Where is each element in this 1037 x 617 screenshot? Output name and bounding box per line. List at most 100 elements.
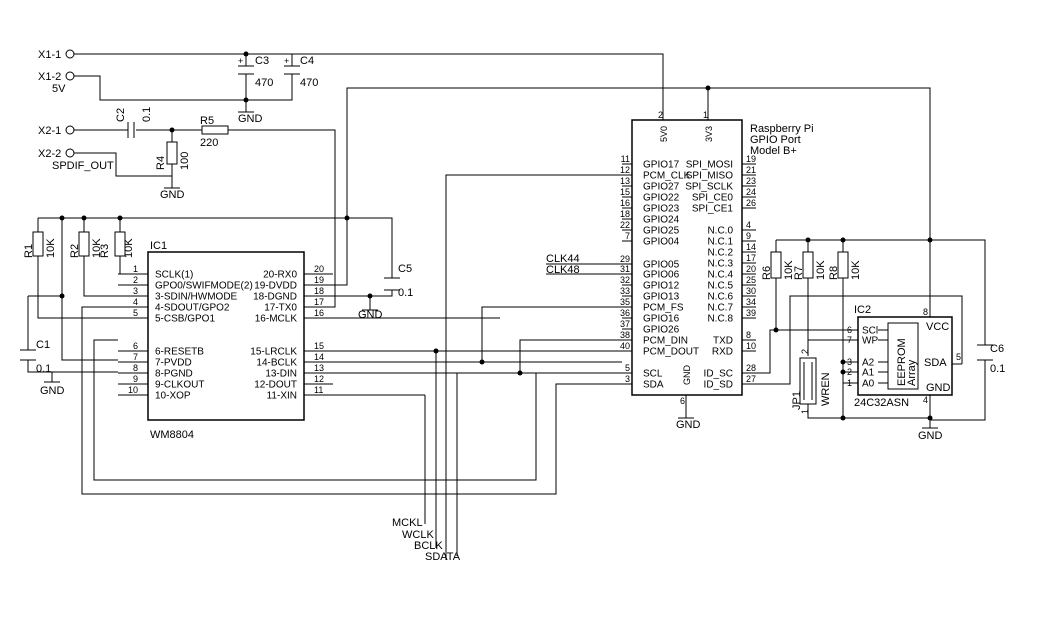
svg-text:3-SDIN/HWMODE: 3-SDIN/HWMODE <box>155 292 238 303</box>
svg-text:17: 17 <box>746 253 756 263</box>
capacitor-c3: + C3 470 <box>238 55 273 89</box>
svg-text:14: 14 <box>314 352 324 362</box>
svg-text:2: 2 <box>847 367 852 377</box>
svg-text:23: 23 <box>746 176 756 186</box>
svg-text:GPIO05: GPIO05 <box>643 260 680 271</box>
capacitor-c5: C5 0.1 <box>384 263 413 299</box>
svg-text:4-SDOUT/GPO2: 4-SDOUT/GPO2 <box>155 303 230 314</box>
svg-text:A2: A2 <box>862 358 875 369</box>
svg-text:PCM_CLK: PCM_CLK <box>643 171 691 182</box>
svg-text:SPI_SCLK: SPI_SCLK <box>685 182 733 193</box>
svg-text:6: 6 <box>680 396 685 406</box>
svg-text:33: 33 <box>620 286 630 296</box>
svg-text:TXD: TXD <box>713 336 733 347</box>
rpi-pin-gnd: GND <box>682 365 692 386</box>
ic1-pin-15: 15 15-LRCLK <box>250 341 333 358</box>
svg-text:7: 7 <box>847 335 852 345</box>
svg-text:16: 16 <box>620 198 630 208</box>
svg-text:10K: 10K <box>783 260 795 280</box>
svg-text:0.1: 0.1 <box>36 363 51 375</box>
svg-text:R5: R5 <box>200 115 214 127</box>
svg-text:SCl: SCl <box>862 326 878 337</box>
net-label-5v: 5V <box>52 83 66 95</box>
svg-text:ID_SC: ID_SC <box>704 369 733 380</box>
svg-text:19: 19 <box>746 154 756 164</box>
svg-text:2: 2 <box>800 349 810 354</box>
svg-text:31: 31 <box>620 264 630 274</box>
svg-text:10K: 10K <box>91 238 103 258</box>
svg-text:19: 19 <box>314 275 324 285</box>
ic1-pin-5: 55-CSB/GPO1 <box>118 308 215 325</box>
ic2-24c32asn: IC2 24C32ASN VCC 8 GND 4 SDA 5 EEPROM Ar… <box>847 304 961 409</box>
rpi-pin-17: 17N.C.3 <box>707 253 756 270</box>
svg-text:9: 9 <box>133 374 138 384</box>
svg-text:GPO0/SWIFMODE(2): GPO0/SWIFMODE(2) <box>155 281 253 292</box>
net-label-wclk: WCLK <box>402 529 434 541</box>
svg-text:GPIO27: GPIO27 <box>643 182 680 193</box>
svg-text:WP: WP <box>862 336 878 347</box>
svg-text:GPIO24: GPIO24 <box>643 215 680 226</box>
svg-text:R8: R8 <box>828 266 840 280</box>
svg-text:R7: R7 <box>793 266 805 280</box>
svg-text:GPIO22: GPIO22 <box>643 193 680 204</box>
svg-text:R1: R1 <box>23 244 35 258</box>
svg-text:6-RESETB: 6-RESETB <box>155 347 204 358</box>
svg-text:38: 38 <box>620 330 630 340</box>
svg-text:18: 18 <box>314 286 324 296</box>
net-label-spdif-out: SPDIF_OUT <box>52 160 114 172</box>
svg-text:PCM_FS: PCM_FS <box>643 303 684 314</box>
svg-text:+: + <box>238 56 243 66</box>
svg-text:GND: GND <box>918 430 943 442</box>
svg-text:SPI_CE1: SPI_CE1 <box>692 204 734 215</box>
connector-x1-2: X1-2 5V <box>38 71 75 95</box>
svg-text:C1: C1 <box>36 339 50 351</box>
svg-text:15-LRCLK: 15-LRCLK <box>250 347 297 358</box>
svg-text:20: 20 <box>746 264 756 274</box>
svg-text:C5: C5 <box>398 263 412 275</box>
svg-text:GND: GND <box>160 189 185 201</box>
svg-text:C3: C3 <box>255 55 269 67</box>
svg-text:37: 37 <box>620 319 630 329</box>
svg-text:1: 1 <box>133 264 138 274</box>
ic1-pin-9: 9 9-CLKOUT <box>118 374 204 391</box>
svg-text:1: 1 <box>703 110 708 120</box>
svg-text:PCM_DIN: PCM_DIN <box>643 336 688 347</box>
ic2-name: IC2 <box>854 304 871 316</box>
svg-text:9-CLKOUT: 9-CLKOUT <box>155 380 204 391</box>
svg-text:X1-2: X1-2 <box>38 71 61 83</box>
svg-text:32: 32 <box>620 275 630 285</box>
svg-text:8-PGND: 8-PGND <box>155 369 193 380</box>
svg-text:JP1: JP1 <box>791 391 803 410</box>
svg-text:GPIO04: GPIO04 <box>643 237 680 248</box>
svg-text:40: 40 <box>620 341 630 351</box>
rpi-pin-4: 4N.C.0 <box>707 220 756 237</box>
svg-text:15: 15 <box>314 341 324 351</box>
svg-text:39: 39 <box>746 308 756 318</box>
capacitor-c2: C2 0.1 <box>115 107 153 138</box>
svg-text:21: 21 <box>746 165 756 175</box>
svg-text:35: 35 <box>620 297 630 307</box>
svg-text:11: 11 <box>621 154 630 164</box>
rpi-title-1: Raspberry Pi <box>750 123 814 135</box>
svg-text:3: 3 <box>625 374 630 384</box>
svg-text:18-DGND: 18-DGND <box>253 292 297 303</box>
svg-text:27: 27 <box>746 374 756 384</box>
svg-text:29: 29 <box>620 254 630 264</box>
svg-text:C6: C6 <box>990 343 1004 355</box>
